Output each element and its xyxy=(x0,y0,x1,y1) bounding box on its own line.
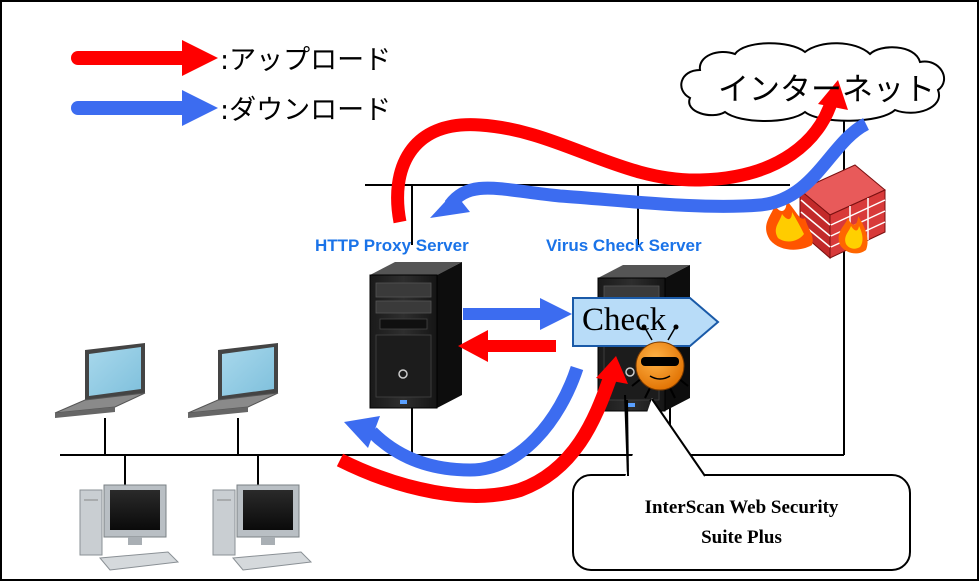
interscan-callout-text: InterScan Web Security Suite Plus xyxy=(573,493,910,553)
legend-download-label: :ダウンロード xyxy=(220,95,392,126)
download-flow-arrow xyxy=(430,118,870,218)
check-tag-shape xyxy=(572,297,720,347)
download-flow-arrow xyxy=(463,298,572,330)
callout-line-2: Suite Plus xyxy=(701,527,782,548)
interscan-callout-shape xyxy=(572,394,911,571)
upload-flow-arrow xyxy=(336,356,628,503)
desktop-pc-icon xyxy=(212,484,313,571)
desktop-pc-icon xyxy=(79,484,180,571)
bug-mascot-icon xyxy=(631,324,689,399)
laptop-icon xyxy=(187,343,279,418)
internet-label: インターネット xyxy=(718,72,935,108)
download-flow-arrow xyxy=(344,365,584,477)
upload-flow-arrow xyxy=(458,330,556,362)
callout-line-1: InterScan Web Security xyxy=(644,497,839,518)
proxy-server-label: HTTP Proxy Server xyxy=(315,236,469,255)
laptop-icon xyxy=(54,343,146,418)
internet-cloud-icon xyxy=(680,42,945,122)
proxy-server-icon xyxy=(369,262,462,409)
legend-upload-arrow xyxy=(71,40,218,76)
upload-flow-arrow xyxy=(391,80,848,224)
firewall-icon xyxy=(766,164,886,260)
virus-check-server-label: Virus Check Server xyxy=(546,236,702,255)
check-tag-label: Check xyxy=(582,302,667,338)
legend-download-arrow xyxy=(71,90,218,126)
legend-upload-label: :アップロード xyxy=(220,45,392,76)
